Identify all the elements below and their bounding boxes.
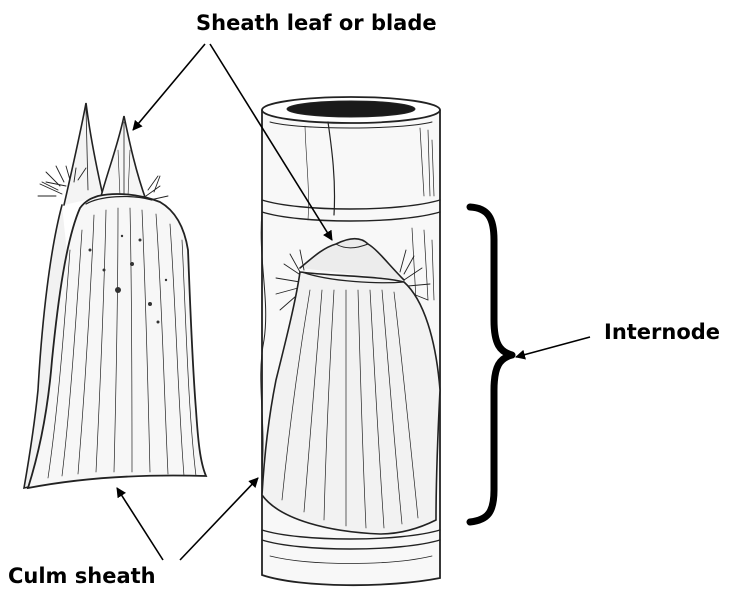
arrow-culm-sheath-left [117, 488, 163, 560]
arrow-culm-sheath-right [180, 478, 258, 560]
label-sheath-leaf-or-blade: Sheath leaf or blade [196, 13, 437, 34]
label-culm-sheath: Culm sheath [8, 566, 156, 587]
arrow-sheath-leaf-left [133, 44, 205, 130]
internode-brace [470, 207, 512, 522]
label-internode: Internode [604, 322, 720, 343]
arrow-internode [516, 337, 590, 357]
detached-culm-sheath [24, 103, 206, 488]
